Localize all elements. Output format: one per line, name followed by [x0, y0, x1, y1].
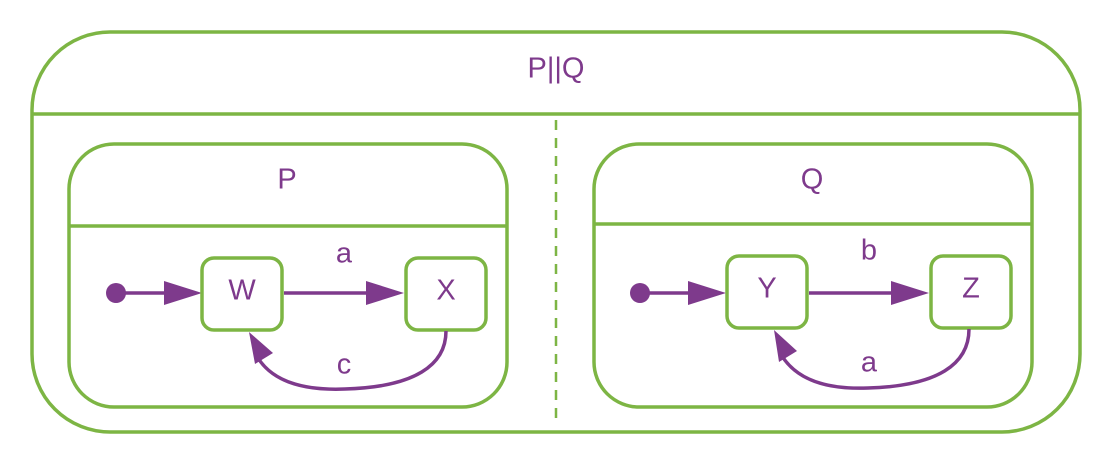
region-p-frame [67, 142, 509, 409]
state-y [725, 254, 809, 330]
state-x [404, 256, 488, 332]
state-w-label: W [228, 275, 256, 307]
region-q-title: Q [801, 164, 824, 196]
outer-state-title: P||Q [528, 53, 585, 85]
transition-y-z-arrowhead [891, 281, 929, 305]
state-z-label: Z [962, 273, 980, 305]
state-y-label: Y [757, 273, 776, 305]
state-w [200, 256, 284, 332]
initial-arrowhead-q [688, 281, 726, 305]
transition-y-z-label: b [861, 235, 877, 267]
region-p-title: P [277, 164, 296, 196]
transition-x-w-label: c [337, 349, 352, 381]
transition-z-y [780, 328, 971, 390]
transition-w-x-arrowhead [366, 281, 404, 305]
outer-state-frame [30, 30, 1082, 434]
transition-x-w-arrowhead [249, 332, 273, 364]
state-z [929, 254, 1013, 330]
region-q-frame [592, 142, 1034, 409]
transition-z-y-arrowhead [774, 330, 797, 362]
transition-z-y-label: a [861, 347, 878, 379]
transition-w-x-label: a [336, 238, 353, 270]
transition-x-w [256, 330, 448, 391]
initial-arrowhead-p [164, 281, 202, 305]
state-x-label: X [436, 275, 455, 307]
